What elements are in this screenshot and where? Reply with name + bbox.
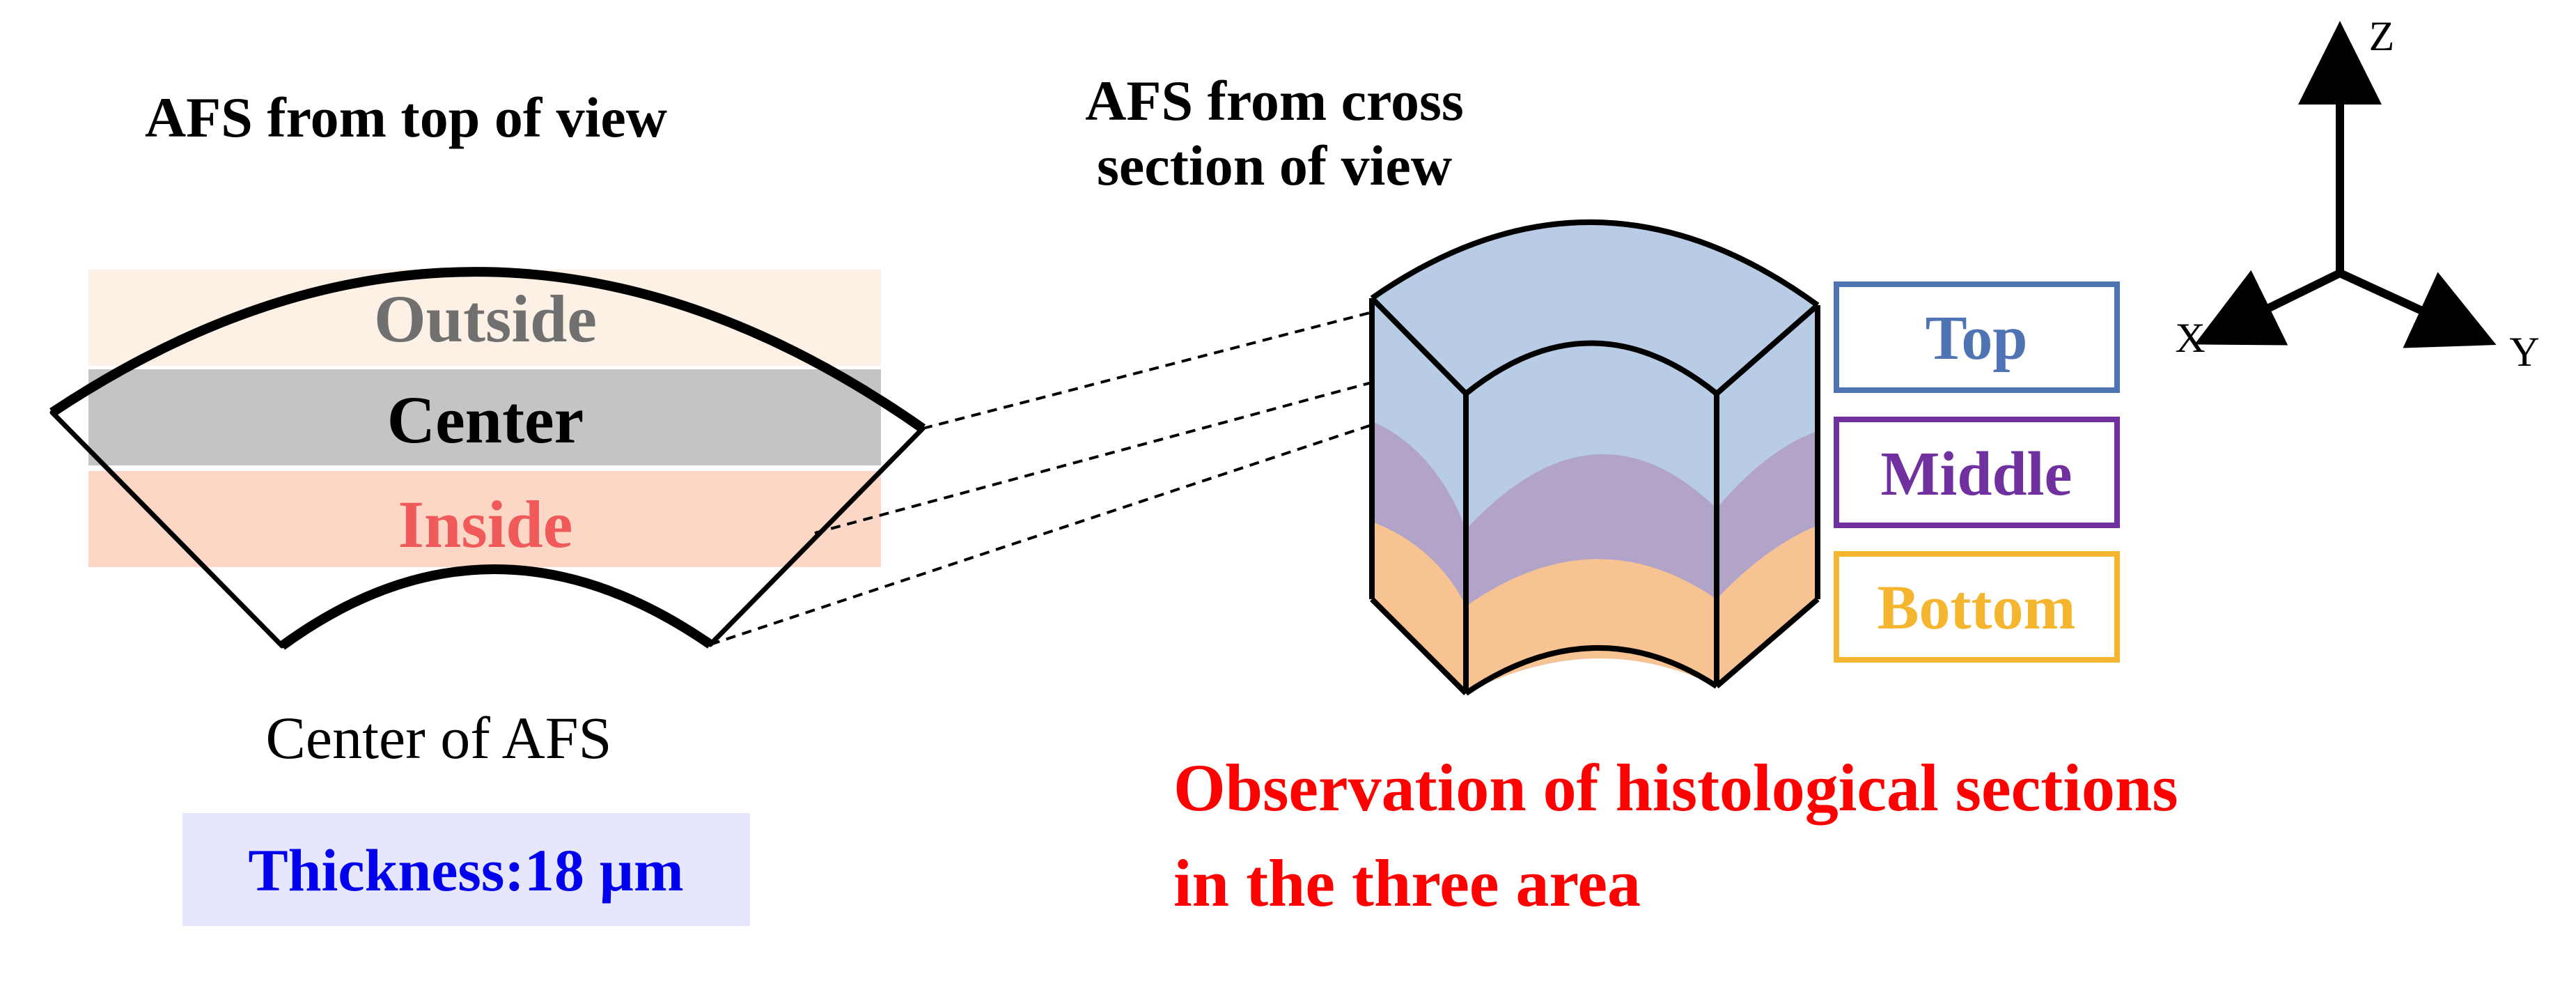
center-of-afs-caption: Center of AFS xyxy=(266,704,612,771)
coordinate-axes xyxy=(2194,21,2497,348)
observation-line2: in the three area xyxy=(1173,846,1641,920)
sector-inner-arc xyxy=(279,564,713,650)
center-band xyxy=(88,369,881,465)
inside-band xyxy=(88,471,881,567)
bottom-layer-label: Bottom xyxy=(1878,573,2076,642)
top-layer-label: Top xyxy=(1926,304,2028,373)
thickness-label: Thickness:18 µm xyxy=(248,837,683,904)
middle-layer-label: Middle xyxy=(1880,440,2072,509)
top-view-title: AFS from top of view xyxy=(145,86,667,149)
y-axis-label: Y xyxy=(2509,329,2539,375)
sector-outer-arc xyxy=(49,267,926,433)
top-layer-box xyxy=(1834,281,2120,393)
thickness-box xyxy=(182,813,750,926)
cross-view-title-line2: section of view xyxy=(1097,134,1452,197)
outside-label: Outside xyxy=(374,281,597,356)
x-axis-arrow xyxy=(2194,269,2342,346)
layer-legend: Top Middle Bottom xyxy=(1834,281,2120,663)
middle-layer-box xyxy=(1834,417,2120,528)
afs-prism xyxy=(1372,222,1818,693)
center-label: Center xyxy=(387,383,584,457)
prism-outline xyxy=(1369,219,1820,696)
prism-bottom-layer xyxy=(1372,519,1818,693)
cross-view-title-line1: AFS from cross xyxy=(1085,69,1464,132)
bottom-layer-box xyxy=(1834,551,2120,663)
z-axis-label: Z xyxy=(2369,13,2395,59)
connector-lines xyxy=(710,309,1467,646)
top-view-bands xyxy=(88,270,881,567)
y-axis-arrow xyxy=(2338,269,2497,348)
inside-label: Inside xyxy=(398,487,573,562)
observation-line1: Observation of histological sections xyxy=(1173,750,2178,825)
x-axis-label: X xyxy=(2175,315,2205,361)
